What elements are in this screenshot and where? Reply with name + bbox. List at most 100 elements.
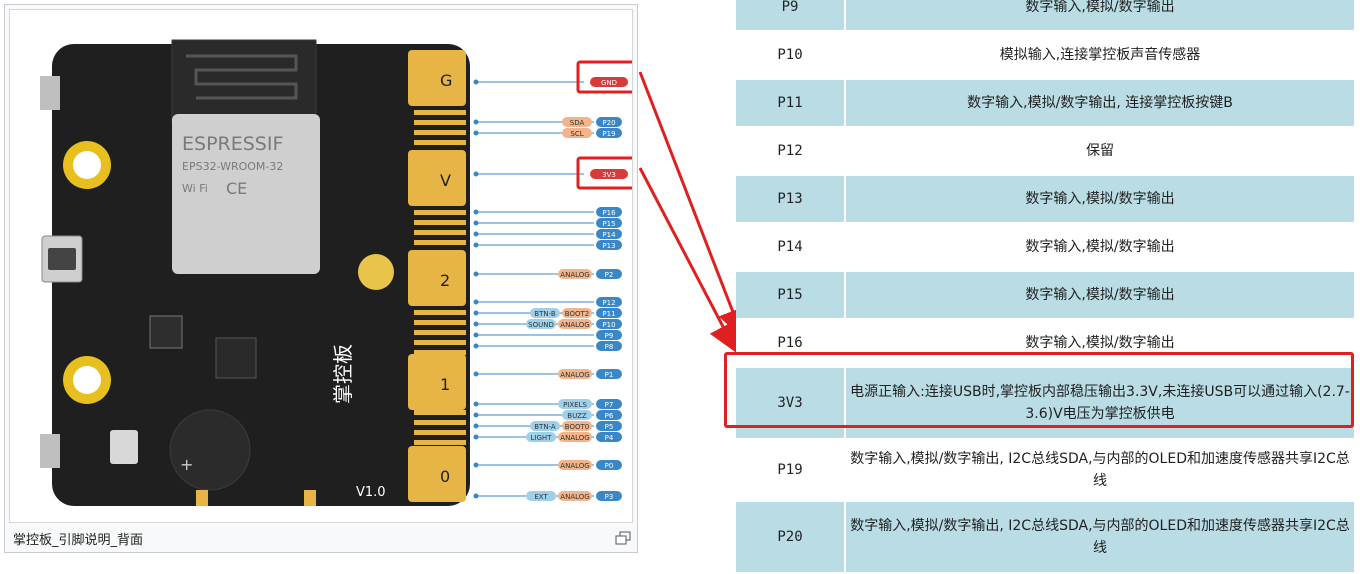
pin-function-label: ANALOG (560, 493, 589, 501)
pin-label-text: 3V3 (602, 171, 616, 179)
pin-function-label: SDA (570, 119, 585, 127)
pin-function-label: ANALOG (560, 371, 589, 379)
edge-pad (408, 354, 466, 410)
esp32-module (172, 114, 320, 274)
chip (149, 315, 183, 349)
pin-label-text: P7 (605, 401, 614, 409)
antenna-area (171, 39, 317, 123)
module-brand: ESPRESSIF (182, 133, 283, 155)
pin-name-cell: P10 (736, 32, 846, 78)
pin-function-label: BOOT0 (565, 423, 589, 431)
edge-pad-label: 0 (440, 467, 450, 486)
pin-label-text: P15 (602, 220, 615, 228)
pin-function-tag (562, 421, 592, 431)
ce-mark: CE (226, 179, 247, 198)
pin-name-cell: P9 (736, 0, 846, 30)
pin-label-text: P1 (605, 371, 614, 379)
wifi-mark: Wi Fi (182, 182, 208, 195)
edge-pad (408, 250, 466, 306)
pin-label-tag (596, 308, 622, 318)
pin-label-tag (596, 269, 622, 279)
pin-function-tag (530, 308, 560, 318)
reset-button (110, 430, 138, 464)
pin-function-tag (562, 128, 592, 138)
pin-desc-cell: 数字输入,模拟/数字输出 (846, 272, 1356, 318)
pin-label-text: P14 (602, 231, 616, 239)
pin-label-text: GND (601, 79, 617, 87)
pin-function-tag (558, 460, 592, 470)
edge-pad-label: 2 (440, 271, 450, 290)
expand-icon[interactable] (615, 531, 631, 545)
pin-desc-cell: 数字输入,模拟/数字输出 (846, 224, 1356, 270)
pin-desc-cell: 数字输入,模拟/数字输出 (846, 0, 1356, 30)
pin-function-tag (558, 369, 592, 379)
pin-desc-cell: 电源正输入:连接USB时,掌控板内部稳压输出3.3V,未连接USB可以通过输入(… (846, 368, 1356, 438)
board-body (52, 44, 470, 506)
pin-desc-cell: 数字输入,模拟/数字输出 (846, 176, 1356, 222)
edge-connector: G V 2 1 0 (408, 50, 466, 502)
pin-desc-cell: 数字输入,模拟/数字输出 (846, 320, 1356, 366)
v33-highlight-box (576, 156, 632, 190)
pin-label-text: P20 (602, 119, 615, 127)
edge-pad (408, 150, 466, 206)
pin-function-label: SCL (570, 130, 583, 138)
pin-label-text: P13 (602, 242, 615, 250)
pin-function-label: BTN-A (534, 423, 556, 431)
pin-function-tag (562, 117, 592, 127)
pin-function-label: ANALOG (560, 321, 589, 329)
pin-label-tag (596, 399, 622, 409)
pin-name-cell: P15 (736, 272, 846, 318)
pin-label-tag (596, 240, 622, 250)
pin-function-label: BUZZ (567, 412, 587, 420)
pin-label-tag (596, 421, 622, 431)
board-name: 掌控板 (331, 344, 355, 404)
edge-pad-label: V (440, 171, 451, 190)
board-image: ESPRESSIF EPS32-WROOM-32 Wi Fi CE + 掌控板 … (9, 9, 633, 523)
pin-name-cell: P16 (736, 320, 846, 366)
pin-name-cell: P20 (736, 502, 846, 572)
pin-label-tag (596, 117, 622, 127)
pin-label-text: P0 (605, 462, 614, 470)
pin-label-tag (596, 341, 622, 351)
pin-name-cell: P11 (736, 80, 846, 126)
pin-label-tag (596, 297, 622, 307)
pin-function-tag (558, 269, 592, 279)
edge-pad-label: 1 (440, 375, 450, 394)
buzzer (169, 409, 251, 491)
edge-pad-label: G (440, 71, 452, 90)
pin-label-tag (596, 330, 622, 340)
pin-label-text: P16 (602, 209, 616, 217)
module-model: EPS32-WROOM-32 (182, 160, 283, 173)
pin-function-tag (526, 319, 556, 329)
3v3-row-highlight (724, 352, 1354, 428)
pin-label-tag (596, 491, 622, 501)
pin-function-label: PIXELS (563, 401, 587, 409)
pin-name-cell: P19 (736, 440, 846, 500)
pin-label-tag (596, 218, 622, 228)
arrow-3v3 (638, 167, 737, 354)
pin-label-text: P19 (602, 130, 615, 138)
pin-name-cell: P14 (736, 224, 846, 270)
pin-label-tag (596, 229, 622, 239)
edge-pad (408, 50, 466, 106)
pin-label-text: P9 (605, 332, 614, 340)
pin-function-label: ANALOG (560, 271, 589, 279)
pin-function-label: LIGHT (531, 434, 553, 442)
arrow-gnd (638, 71, 747, 339)
pin-function-label: ANALOG (560, 462, 589, 470)
pin-function-tag (530, 421, 560, 431)
pin-label-tag (596, 410, 622, 420)
pin-desc-cell: 保留 (846, 128, 1356, 174)
pin-label-text: P3 (605, 493, 614, 501)
pin-name-cell: 3V3 (736, 368, 846, 438)
